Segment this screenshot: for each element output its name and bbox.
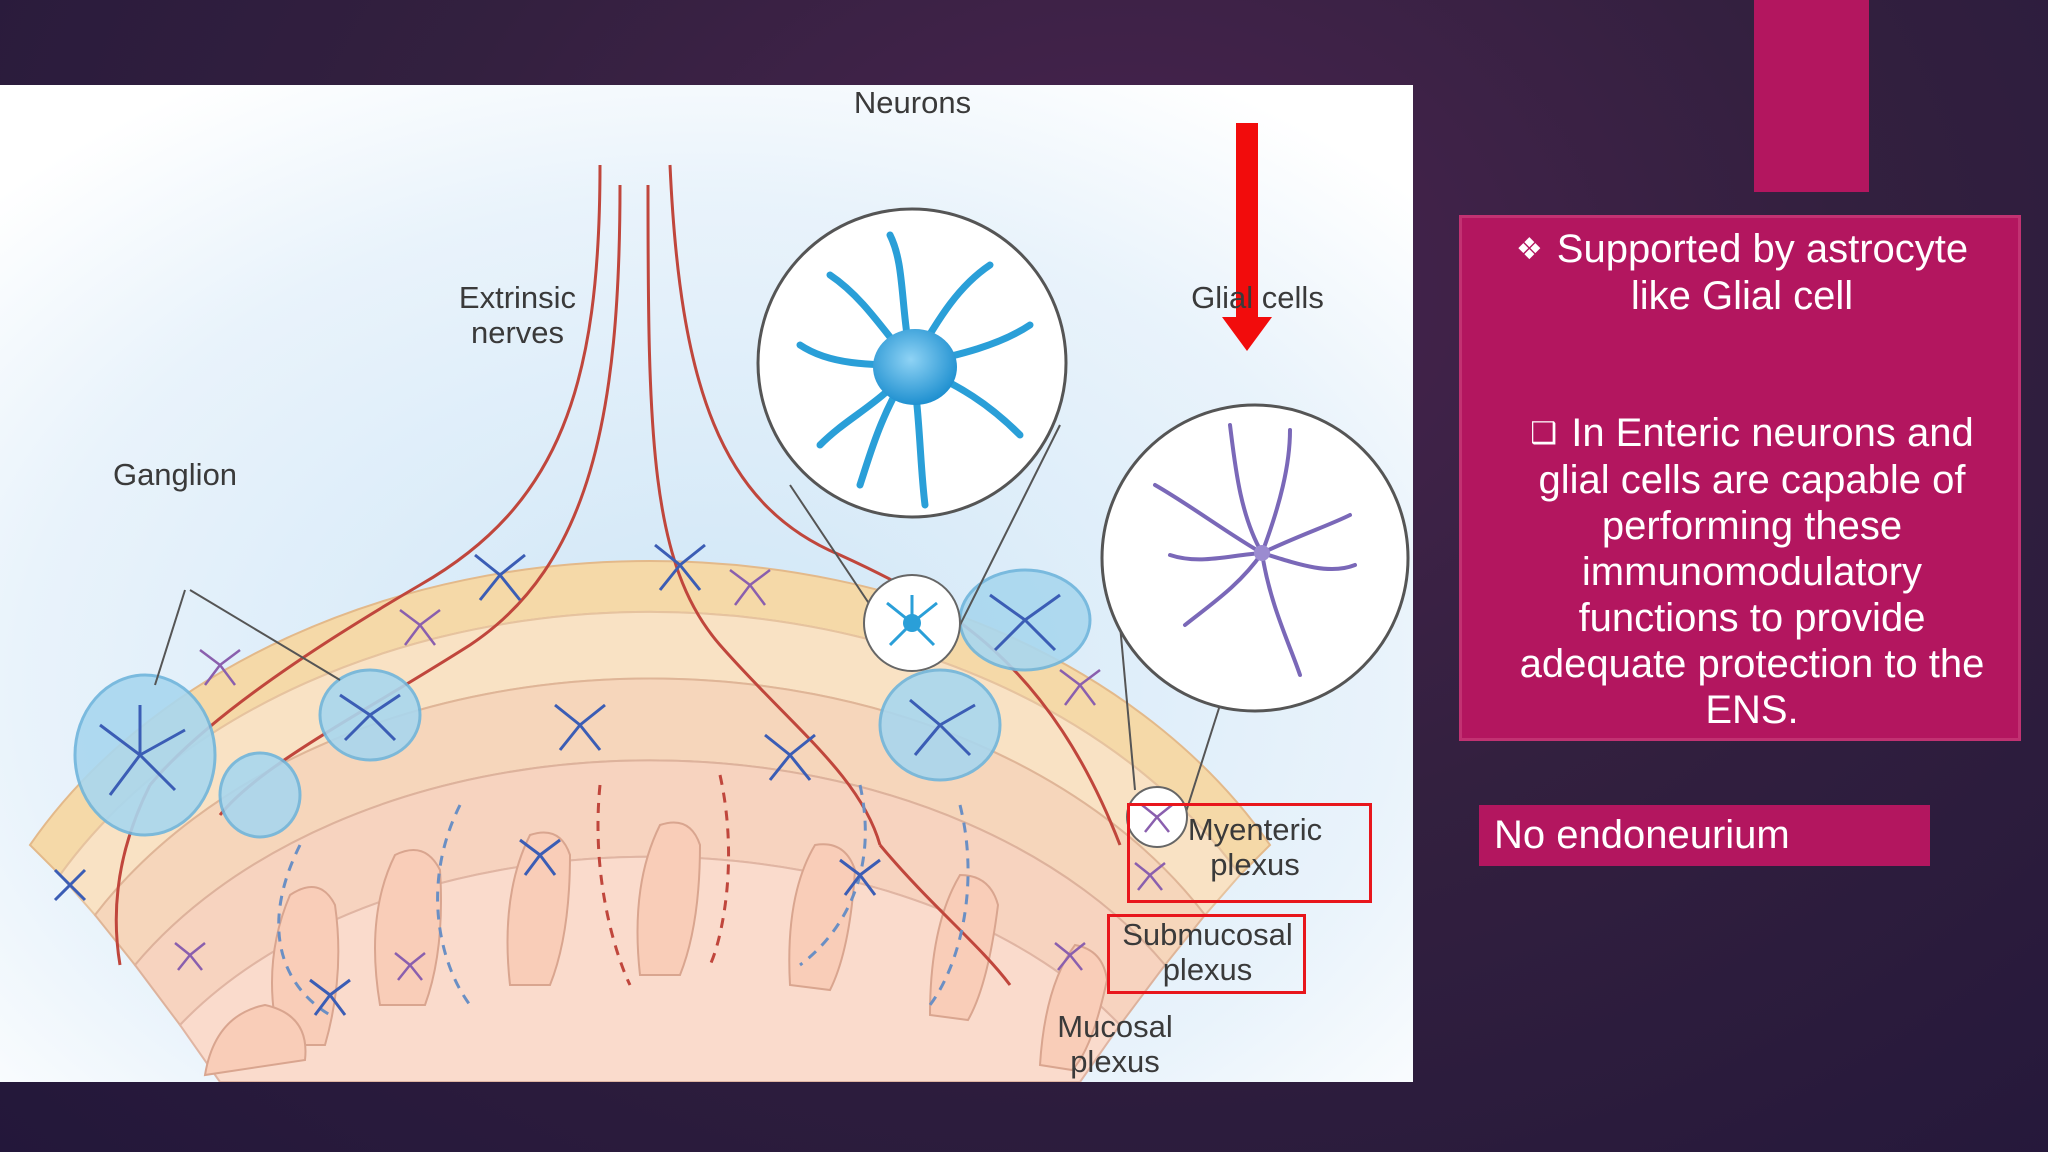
scattered-neurons [53,543,1061,1016]
label-glial-cells: Glial cells [1191,280,1324,315]
bullet-immunomodulatory: ❑In Enteric neurons and glial cells are … [1502,410,2002,733]
highlight-arrow [1222,123,1272,351]
label-extrinsic-nerves: Extrinsic nerves [458,280,577,350]
label-neurons: Neurons [853,85,972,120]
submucosal-plexus-highlight [1107,914,1306,994]
bullet-glial-support: ❖ Supported by astrocyte like Glial cell [1492,226,1992,319]
label-myenteric-plexus: Myenteric plexus [1187,812,1323,882]
bullet-glial-support-text: Supported by astrocyte like Glial cell [1556,227,1969,318]
diagram-illustration [0,85,1413,1082]
diamond-bullet-icon: ❖ [1515,232,1543,267]
myenteric-plexus-highlight [1127,803,1372,903]
ganglion-pointers [154,589,341,686]
info-box: ❖Supported by astrocyte like Glial cell … [1459,215,2021,741]
neuron-callout [756,207,1068,672]
extrinsic-nerve-fibers [114,164,1122,986]
note-box: No endoneurium [1479,805,1930,866]
label-mucosal-plexus: Mucosal plexus [1057,1009,1173,1079]
decorative-tab [1754,0,1869,192]
submucosal-fibers [277,774,970,1017]
enteric-nervous-system-diagram: Neurons Extrinsic nerves Glial cells Gan… [0,85,1413,1082]
label-ganglion: Ganglion [112,457,238,492]
glial-callout [1100,403,1410,848]
bullet-immunomodulatory-text: In Enteric neurons and glial cells are c… [1519,411,1985,732]
scattered-glia [174,569,1166,981]
label-submucosal-plexus: Submucosal plexus [1122,917,1293,987]
glial-processes [1153,423,1357,677]
checkbox-bullet-icon: ❑ [1530,416,1558,451]
